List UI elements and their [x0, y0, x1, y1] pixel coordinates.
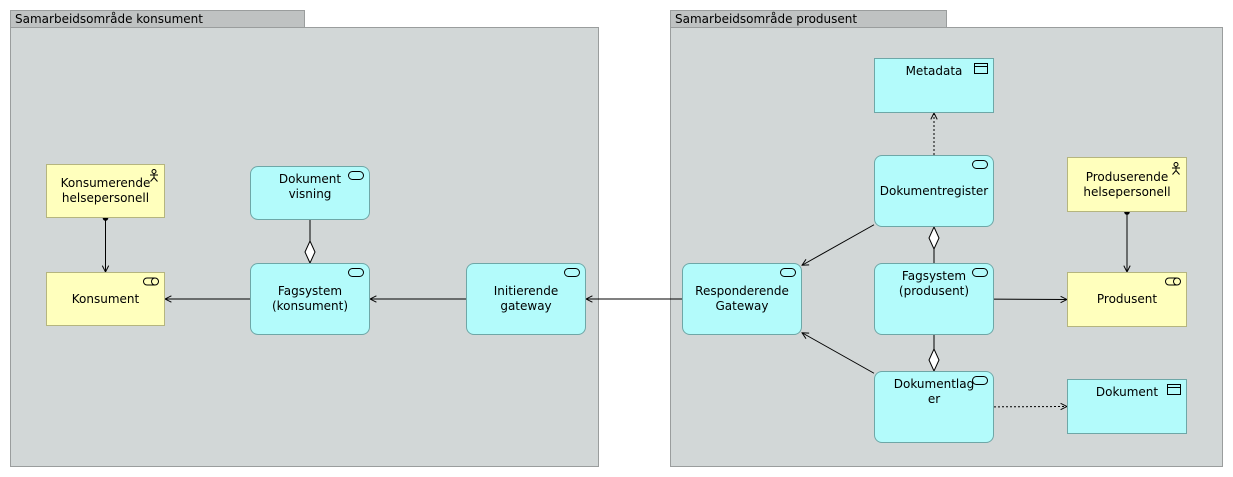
node-dokumentregister[interactable]: Dokumentregister: [874, 155, 994, 227]
node-label: Konsumerende helsepersonell: [60, 176, 151, 205]
node-fagsystem-produsent[interactable]: Fagsystem (produsent): [874, 263, 994, 335]
data-object-icon: [974, 63, 988, 74]
node-konsument[interactable]: Konsument: [46, 272, 165, 326]
role-icon: [143, 277, 159, 286]
application-service-icon: [972, 160, 988, 169]
relation-serving[interactable]: [802, 333, 875, 374]
node-produserende-helsepersonell[interactable]: Produserende helsepersonell: [1067, 157, 1187, 212]
node-produsent[interactable]: Produsent: [1067, 272, 1187, 327]
node-dokument[interactable]: Dokument: [1067, 379, 1187, 434]
application-service-icon: [972, 268, 988, 277]
application-service-icon: [972, 376, 988, 385]
relation-serving[interactable]: [802, 224, 875, 266]
node-label: Responderende Gateway: [695, 284, 789, 313]
actor-icon: [149, 169, 159, 182]
node-label: Dokument: [1095, 385, 1159, 399]
role-icon: [1165, 277, 1181, 286]
application-service-icon: [348, 268, 364, 277]
data-object-icon: [1167, 384, 1181, 395]
application-service-icon: [348, 171, 364, 180]
group-tab-producer[interactable]: Samarbeidsområde produsent: [670, 10, 947, 28]
node-dokumentlager[interactable]: Dokumentlager: [874, 371, 994, 443]
node-label: Konsument: [71, 291, 140, 306]
node-label: Fagsystem (konsument): [271, 284, 349, 313]
node-metadata[interactable]: Metadata: [874, 58, 994, 113]
node-konsumerende-helsepersonell[interactable]: Konsumerende helsepersonell: [46, 164, 165, 218]
node-label: Produsent: [1096, 292, 1158, 306]
actor-icon: [1171, 162, 1181, 175]
node-label: Metadata: [905, 64, 963, 78]
application-service-icon: [780, 268, 796, 277]
node-label: Fagsystem (produsent): [898, 269, 970, 298]
node-label: Initierende gateway: [493, 284, 559, 313]
node-responderende-gateway[interactable]: Responderende Gateway: [682, 263, 802, 335]
node-label: Produserende helsepersonell: [1083, 169, 1171, 199]
application-service-icon: [564, 268, 580, 277]
node-fagsystem-konsument[interactable]: Fagsystem (konsument): [250, 263, 370, 335]
node-label: Dokumentlager: [893, 377, 975, 406]
node-label: Dokumentregister: [879, 183, 989, 198]
node-initierende-gateway[interactable]: Initierende gateway: [466, 263, 586, 335]
node-label: Dokument visning: [278, 172, 342, 201]
node-dokument-visning[interactable]: Dokument visning: [250, 166, 370, 220]
